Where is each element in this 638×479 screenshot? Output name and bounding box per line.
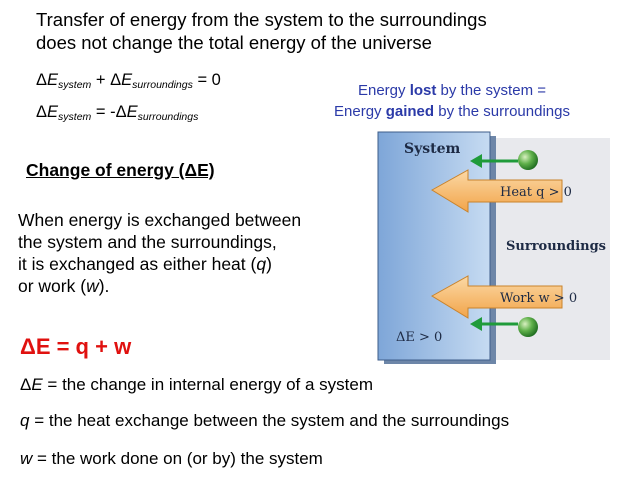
system-label: System — [404, 141, 461, 157]
work-label: Work w > 0 — [500, 291, 577, 306]
equation-1: ΔEsystem + ΔEsurroundings = 0 — [36, 71, 221, 91]
intro-line-2: does not change the total energy of the … — [36, 32, 432, 53]
green-ball-top — [518, 150, 538, 170]
definition-delta-e: ΔE = the change in internal energy of a … — [20, 375, 373, 394]
green-ball-bottom — [518, 317, 538, 337]
note-line-2: Energy gained by the surroundings — [334, 103, 570, 120]
surroundings-label: Surroundings — [506, 239, 606, 254]
green-arrowhead-top — [470, 154, 482, 168]
main-equation: ΔE = q + w — [20, 334, 132, 359]
green-arrowhead-bottom — [470, 317, 482, 331]
equation-2: ΔEsystem = -ΔEsurroundings — [36, 103, 199, 123]
delta-e-label: ΔE > 0 — [396, 330, 442, 345]
intro-line-1: Transfer of energy from the system to th… — [36, 9, 487, 30]
energy-note: Energy lost by the system = Energy gaine… — [300, 80, 604, 122]
system-surroundings-figure: System Surroundings ΔE > 0 Heat q > 0 Wo… — [377, 131, 610, 364]
section-heading: Change of energy (ΔE) — [26, 160, 215, 180]
paragraph-line-2: the system and the surroundings, — [18, 232, 277, 252]
system-panel — [377, 131, 491, 361]
heat-label: Heat q > 0 — [500, 185, 572, 200]
paragraph-line-1: When energy is exchanged between — [18, 210, 302, 230]
paragraph-line-4: or work (w). — [18, 276, 110, 296]
note-line-1: Energy lost by the system = — [357, 82, 546, 99]
explanation-paragraph: When energy is exchanged between the sys… — [18, 209, 301, 297]
definition-q: q = the heat exchange between the system… — [20, 411, 510, 430]
heat-arrow — [431, 169, 563, 213]
work-arrow — [431, 275, 563, 319]
paragraph-line-3: it is exchanged as either heat (q) — [18, 254, 272, 274]
intro-text: Transfer of energy from the system to th… — [36, 8, 487, 54]
definition-w: w = the work done on (or by) the system — [20, 449, 323, 468]
